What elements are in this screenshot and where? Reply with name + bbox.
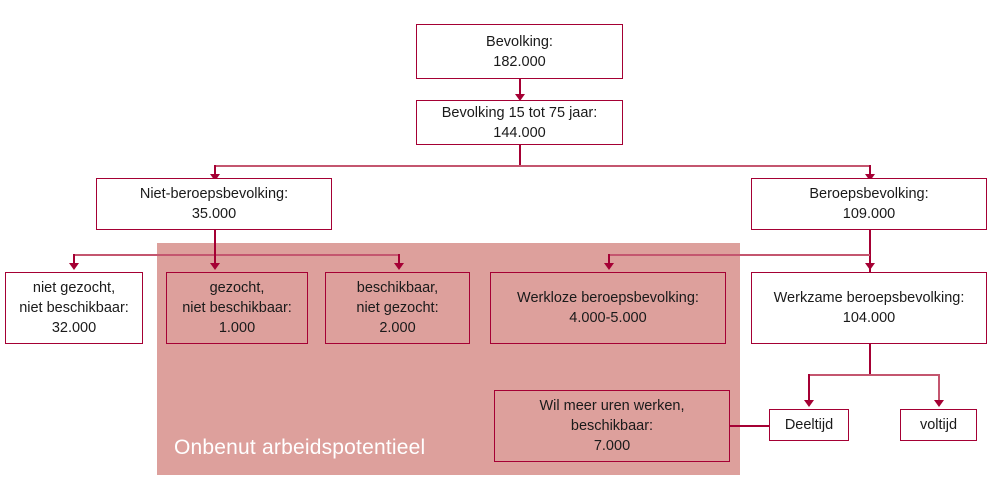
node-beschikbaar-line3: 2.000 <box>379 320 416 336</box>
edge-to-beschikbaar-niet-gezocht <box>398 254 400 265</box>
node-beschikbaar-niet-gezocht[interactable]: beschikbaar, niet gezocht: 2.000 <box>325 272 470 344</box>
arrow-to-niet-gezocht-niet-beschikbaar <box>69 263 79 270</box>
edge-split-bar-row5 <box>808 374 940 376</box>
node-bevolking-line2: 182.000 <box>493 53 546 70</box>
node-niet-gezocht-niet-beschikbaar[interactable]: niet gezocht, niet beschikbaar: 32.000 <box>5 272 143 344</box>
edge-split-bar-row2 <box>214 165 871 167</box>
onbenut-arbeidspotentieel-label: Onbenut arbeidspotentieel <box>174 436 426 459</box>
arrow-bevolking-to-15-75 <box>515 94 525 101</box>
node-niet-gezocht-line3: 32.000 <box>51 320 97 336</box>
node-voltijd-label: voltijd <box>919 417 958 433</box>
node-werkloze-line2: 4.000-5.000 <box>569 310 647 326</box>
node-beroepsbevolking-line2: 109.000 <box>842 206 896 222</box>
node-werkzame-beroepsbevolking[interactable]: Werkzame beroepsbevolking: 104.000 <box>751 272 987 344</box>
edge-beroeps-down <box>869 230 871 272</box>
node-wil-meer-uren-line2: beschikbaar: <box>570 418 654 434</box>
node-bevolking-line1: Bevolking: <box>486 33 553 50</box>
edge-wil-meer-uren-to-deeltijd <box>730 425 770 427</box>
node-werkloze-beroepsbevolking[interactable]: Werkloze beroepsbevolking: 4.000-5.000 <box>490 272 726 344</box>
edge-to-niet-gezocht <box>73 254 75 265</box>
edge-15-75-down <box>519 145 521 166</box>
node-niet-beroepsbevolking-line1: Niet-beroepsbevolking: <box>139 186 289 202</box>
edge-werkzame-down <box>869 344 871 375</box>
node-niet-gezocht-line1: niet gezocht, <box>32 280 116 296</box>
node-werkzame-line1: Werkzame beroepsbevolking: <box>773 290 965 306</box>
node-wil-meer-uren-werken[interactable]: Wil meer uren werken, beschikbaar: 7.000 <box>494 390 730 462</box>
node-gezocht-line1: gezocht, <box>209 280 265 296</box>
arrow-to-beschikbaar-niet-gezocht <box>394 263 404 270</box>
edge-to-deeltijd <box>808 374 810 402</box>
node-beschikbaar-line2: niet gezocht: <box>356 300 439 316</box>
arrow-to-werkzame-beroepsbevolking <box>865 263 875 270</box>
node-beschikbaar-line1: beschikbaar, <box>356 280 439 296</box>
node-deeltijd[interactable]: Deeltijd <box>769 409 849 441</box>
arrow-to-gezocht-niet-beschikbaar <box>210 263 220 270</box>
node-niet-beroepsbevolking[interactable]: Niet-beroepsbevolking: 35.000 <box>96 178 332 230</box>
node-bevolking-15-tot-75-jaar[interactable]: Bevolking 15 tot 75 jaar: 144.000 <box>416 100 623 145</box>
arrow-to-voltijd <box>934 400 944 407</box>
node-wil-meer-uren-line1: Wil meer uren werken, <box>539 398 685 414</box>
edge-beroeps-to-werkloze <box>608 254 870 256</box>
edge-to-voltijd <box>938 374 940 402</box>
arrow-to-niet-beroepsbevolking <box>210 174 220 181</box>
node-bevolking-15-75-line2: 144.000 <box>493 124 546 141</box>
node-niet-gezocht-line2: niet beschikbaar: <box>19 300 129 316</box>
edge-to-gezocht-niet-beschikbaar <box>214 254 216 265</box>
node-beroepsbevolking[interactable]: Beroepsbevolking: 109.000 <box>751 178 987 230</box>
arrow-to-werkloze-beroepsbevolking <box>604 263 614 270</box>
node-bevolking-15-75-line1: Bevolking 15 tot 75 jaar: <box>441 104 598 121</box>
edge-bevolking-to-15-75 <box>519 79 521 98</box>
node-gezocht-niet-beschikbaar[interactable]: gezocht, niet beschikbaar: 1.000 <box>166 272 308 344</box>
edge-niet-beroeps-down <box>214 230 216 255</box>
node-wil-meer-uren-line3: 7.000 <box>593 438 631 454</box>
node-voltijd[interactable]: voltijd <box>900 409 977 441</box>
node-gezocht-line2: niet beschikbaar: <box>182 300 292 316</box>
edge-split-bar-row3-left <box>73 254 399 256</box>
node-werkzame-line2: 104.000 <box>842 310 896 326</box>
node-gezocht-line3: 1.000 <box>218 320 256 336</box>
edge-werkloze-drop <box>608 254 610 265</box>
node-werkloze-line1: Werkloze beroepsbevolking: <box>517 290 699 306</box>
node-bevolking[interactable]: Bevolking: 182.000 <box>416 24 623 79</box>
edge-split-right-down <box>869 165 871 179</box>
node-beroepsbevolking-line1: Beroepsbevolking: <box>809 186 929 202</box>
node-niet-beroepsbevolking-line2: 35.000 <box>191 206 237 222</box>
edge-split-left-down <box>214 165 216 179</box>
node-deeltijd-label: Deeltijd <box>784 417 834 433</box>
arrow-to-beroepsbevolking <box>865 174 875 181</box>
arrow-to-deeltijd <box>804 400 814 407</box>
